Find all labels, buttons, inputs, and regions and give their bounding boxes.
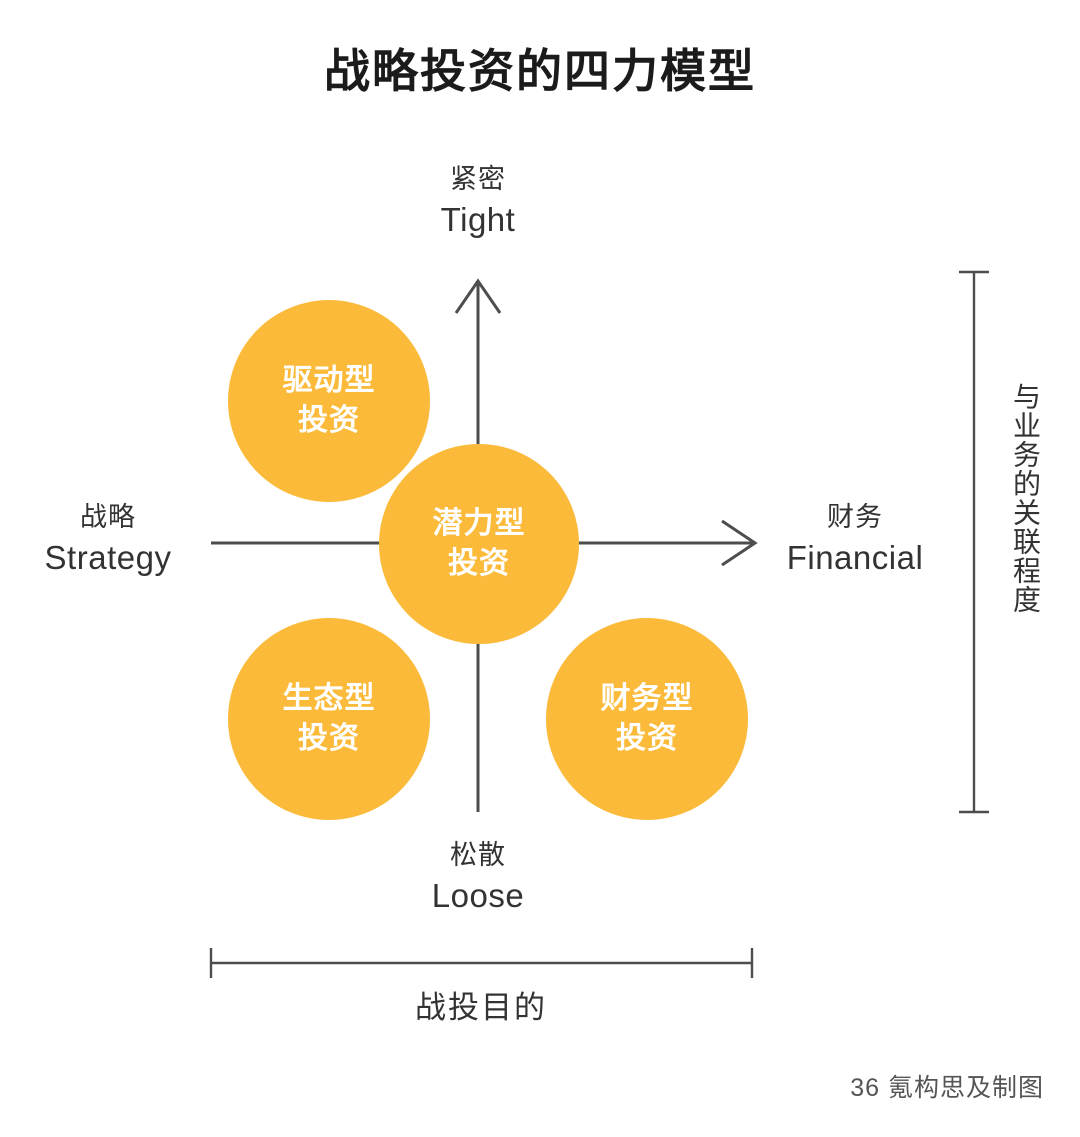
bubble-driver-line2: 投资 [298, 404, 360, 437]
bottom-bracket-caption: 战投目的 [415, 990, 547, 1025]
axis-label-loose: 松散 Loose [432, 838, 524, 917]
bubble-eco-line2: 投资 [298, 722, 360, 755]
bubble-potential-line2: 投资 [448, 547, 510, 580]
axis-label-tight-en: Tight [440, 200, 516, 238]
vertical-axis-arrowhead [454, 278, 502, 314]
axis-label-strategy-cn: 战略 [80, 502, 136, 532]
axis-label-loose-en: Loose [431, 876, 525, 914]
bubble-potential-investment: 潜力型 投资 [379, 444, 579, 644]
axis-label-strategy: 战略 Strategy [45, 500, 172, 579]
axis-label-tight-cn: 紧密 [449, 164, 506, 194]
source-credit: 36 氪构思及制图 [850, 1074, 1044, 1102]
bubble-potential-line1: 潜力型 [432, 506, 526, 540]
bubble-eco-line1: 生态型 [282, 681, 376, 715]
axis-label-financial-en: Financial [786, 538, 924, 576]
bubble-ecosystem-investment: 生态型 投资 [228, 618, 430, 820]
axis-label-tight: 紧密 Tight [441, 162, 516, 241]
axis-label-loose-cn: 松散 [449, 840, 506, 870]
axis-label-strategy-en: Strategy [44, 538, 172, 576]
axis-label-financial-cn: 财务 [826, 502, 883, 532]
bubble-driver-line1: 驱动型 [282, 363, 376, 397]
horizontal-axis-arrowhead [721, 519, 758, 567]
bubble-financial-line2: 投资 [616, 722, 678, 755]
bubble-financial-line1: 财务型 [600, 681, 694, 715]
bubble-driver-investment: 驱动型 投资 [228, 300, 430, 502]
axis-label-financial: 财务 Financial [787, 500, 924, 579]
page-title: 战略投资的四力模型 [324, 45, 756, 97]
right-bracket-caption: 与业务的关联程度 [1010, 382, 1041, 614]
bubble-financial-investment: 财务型 投资 [546, 618, 748, 820]
